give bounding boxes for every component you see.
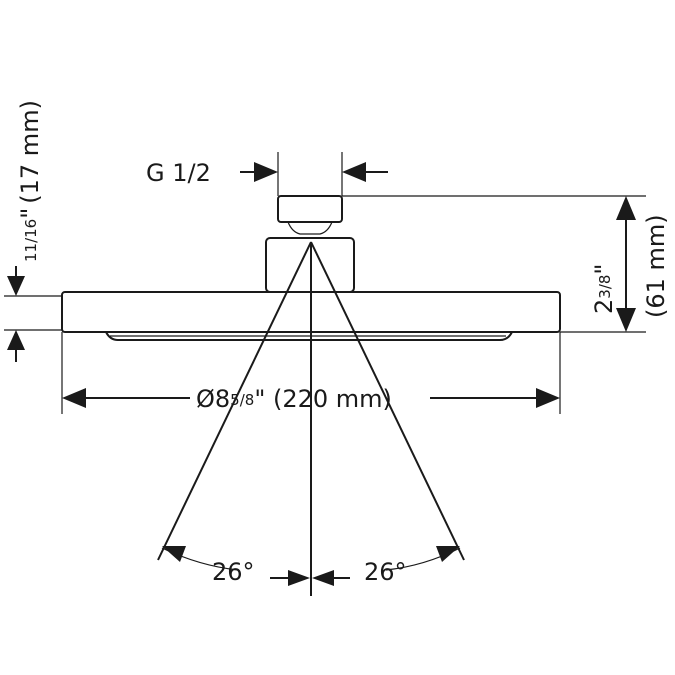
angle-right-label: 26°: [364, 558, 407, 586]
diameter-prefix: Ø8: [196, 385, 230, 413]
nut-thread-detail: [287, 221, 333, 235]
angle-left-label: 26°: [212, 558, 255, 586]
thread-label: G 1/2: [146, 159, 211, 187]
height-label-mm: (61 mm): [642, 214, 670, 318]
height-dimension: 23/8" (61 mm): [342, 195, 670, 333]
thickness-mm: (17 mm): [16, 100, 44, 204]
height-label-inch: 23/8": [590, 264, 618, 314]
diameter-suffix: " (220 mm): [254, 385, 392, 413]
thickness-label: 11/16" (17 mm): [16, 100, 44, 262]
height-inch-mark: ": [590, 264, 618, 275]
nozzle-strip: [105, 331, 513, 341]
thickness-fraction: 11/16: [22, 219, 40, 262]
diameter-label: Ø85/8" (220 mm): [196, 385, 392, 413]
diameter-fraction: 5/8: [230, 391, 254, 409]
thread-dimension: G 1/2: [146, 152, 388, 196]
height-fraction: 3/8: [596, 275, 614, 299]
connector-nut: [277, 195, 343, 223]
angle-dimension: 26° 26°: [161, 546, 461, 586]
thickness-inch-mark: ": [16, 208, 44, 219]
height-whole: 2: [590, 299, 618, 314]
diameter-dimension: Ø85/8" (220 mm): [61, 332, 561, 414]
spray-cone: [157, 241, 465, 596]
thickness-dimension: 11/16" (17 mm): [4, 100, 62, 362]
